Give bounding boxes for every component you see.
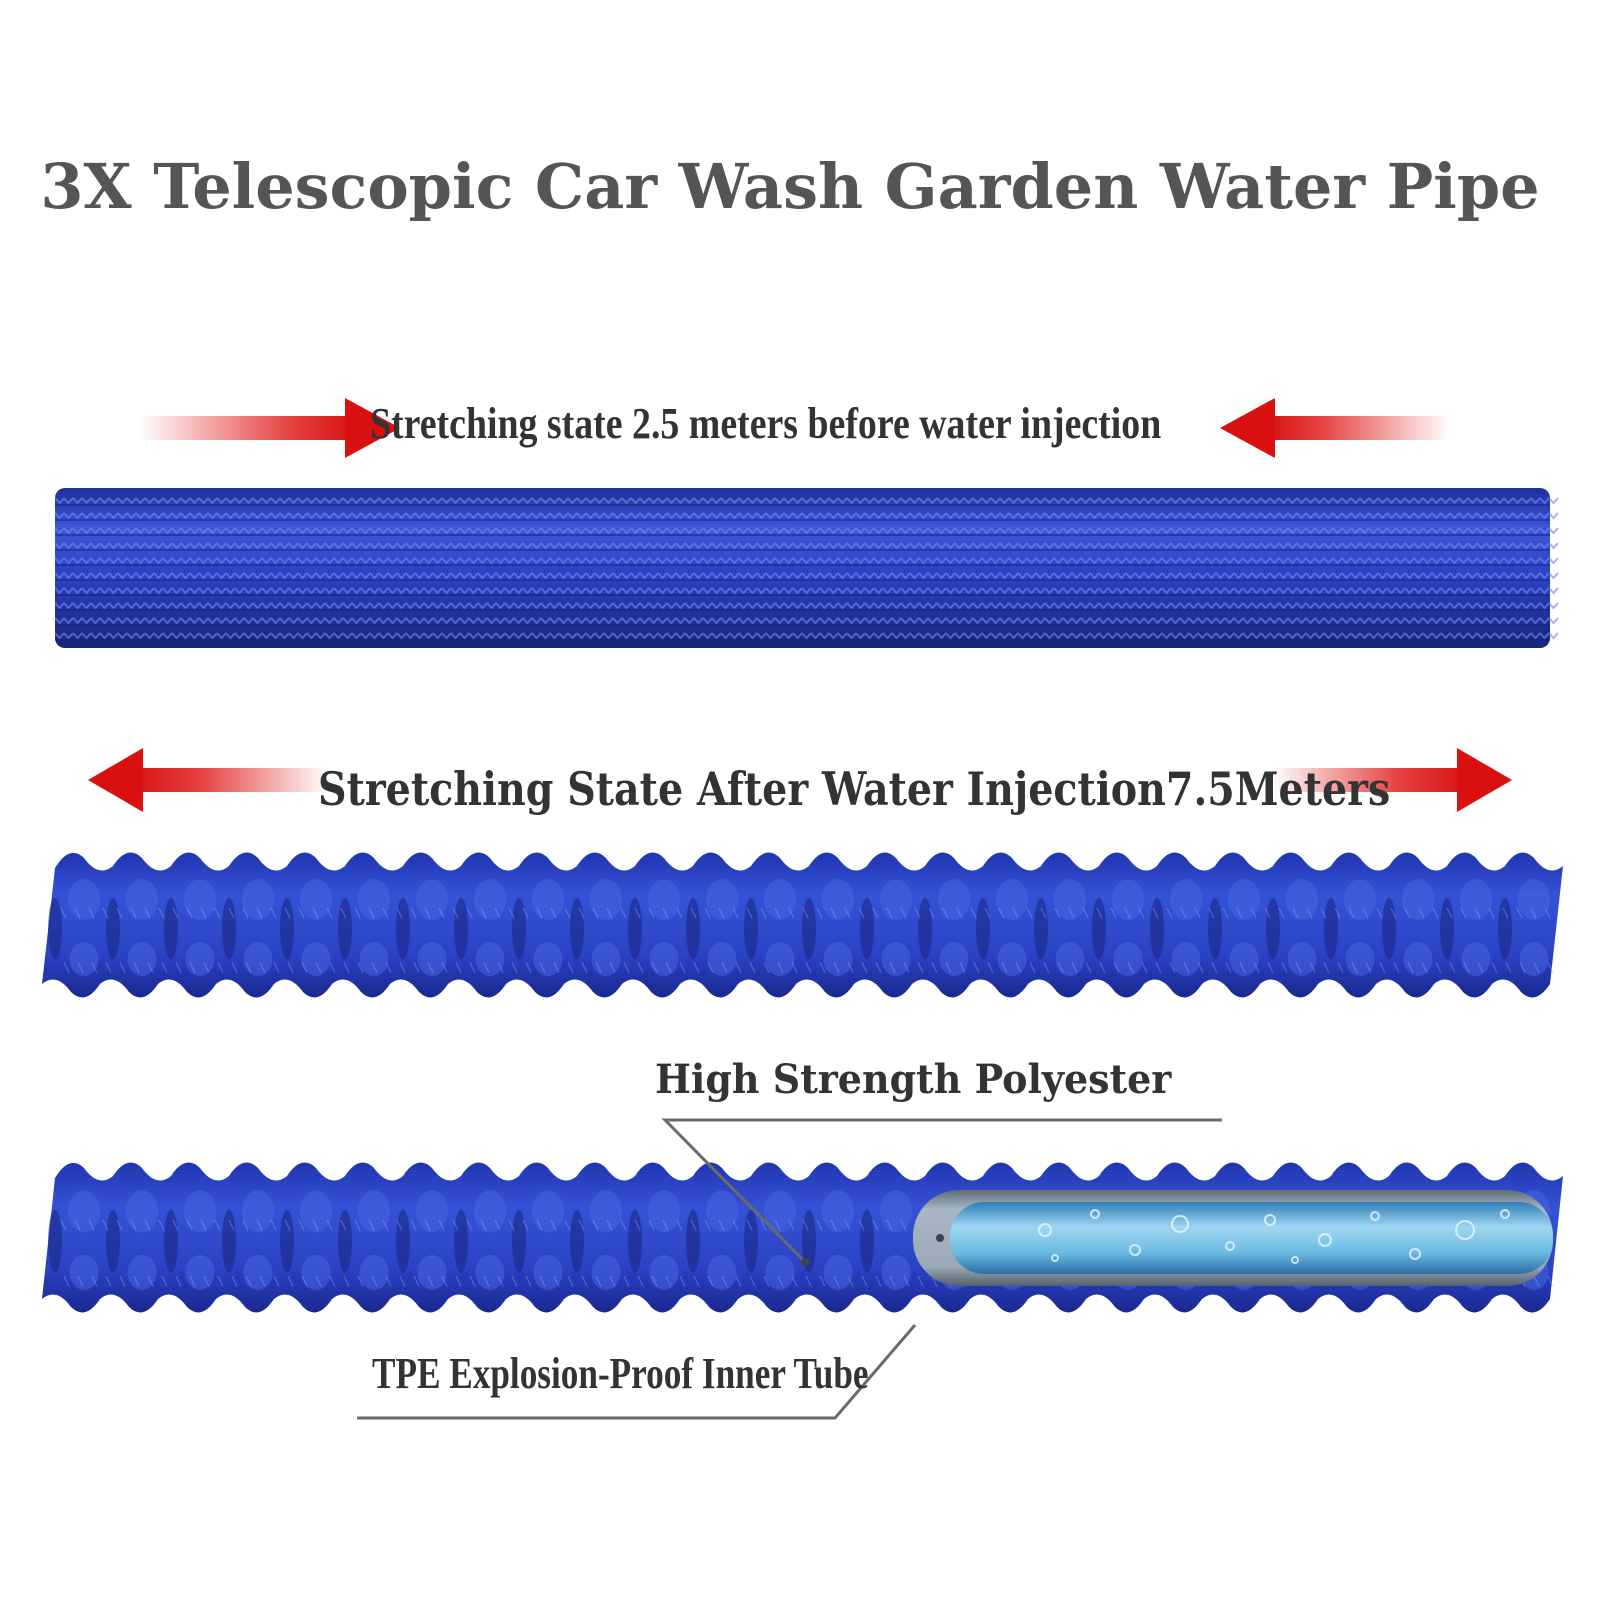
hose-compressed [54,488,1559,648]
caption-after-water: Stretching State After Water Injection7.… [318,762,1391,816]
arrow-left-icon [88,748,328,812]
hose-expanded [42,852,1563,998]
arrow-left-icon [1220,398,1450,458]
arrow-right-icon [140,398,400,458]
caption-before-water: Stretching state 2.5 meters before water… [370,399,1162,448]
hose-cutaway [42,1162,1563,1313]
page-title: 3X Telescopic Car Wash Garden Water Pipe [40,150,1540,223]
arrow-right-icon [1272,748,1512,812]
label-high-strength-polyester: High Strength Polyester [655,1056,1172,1103]
label-tpe-inner-tube: TPE Explosion-Proof Inner Tube [372,1349,869,1398]
